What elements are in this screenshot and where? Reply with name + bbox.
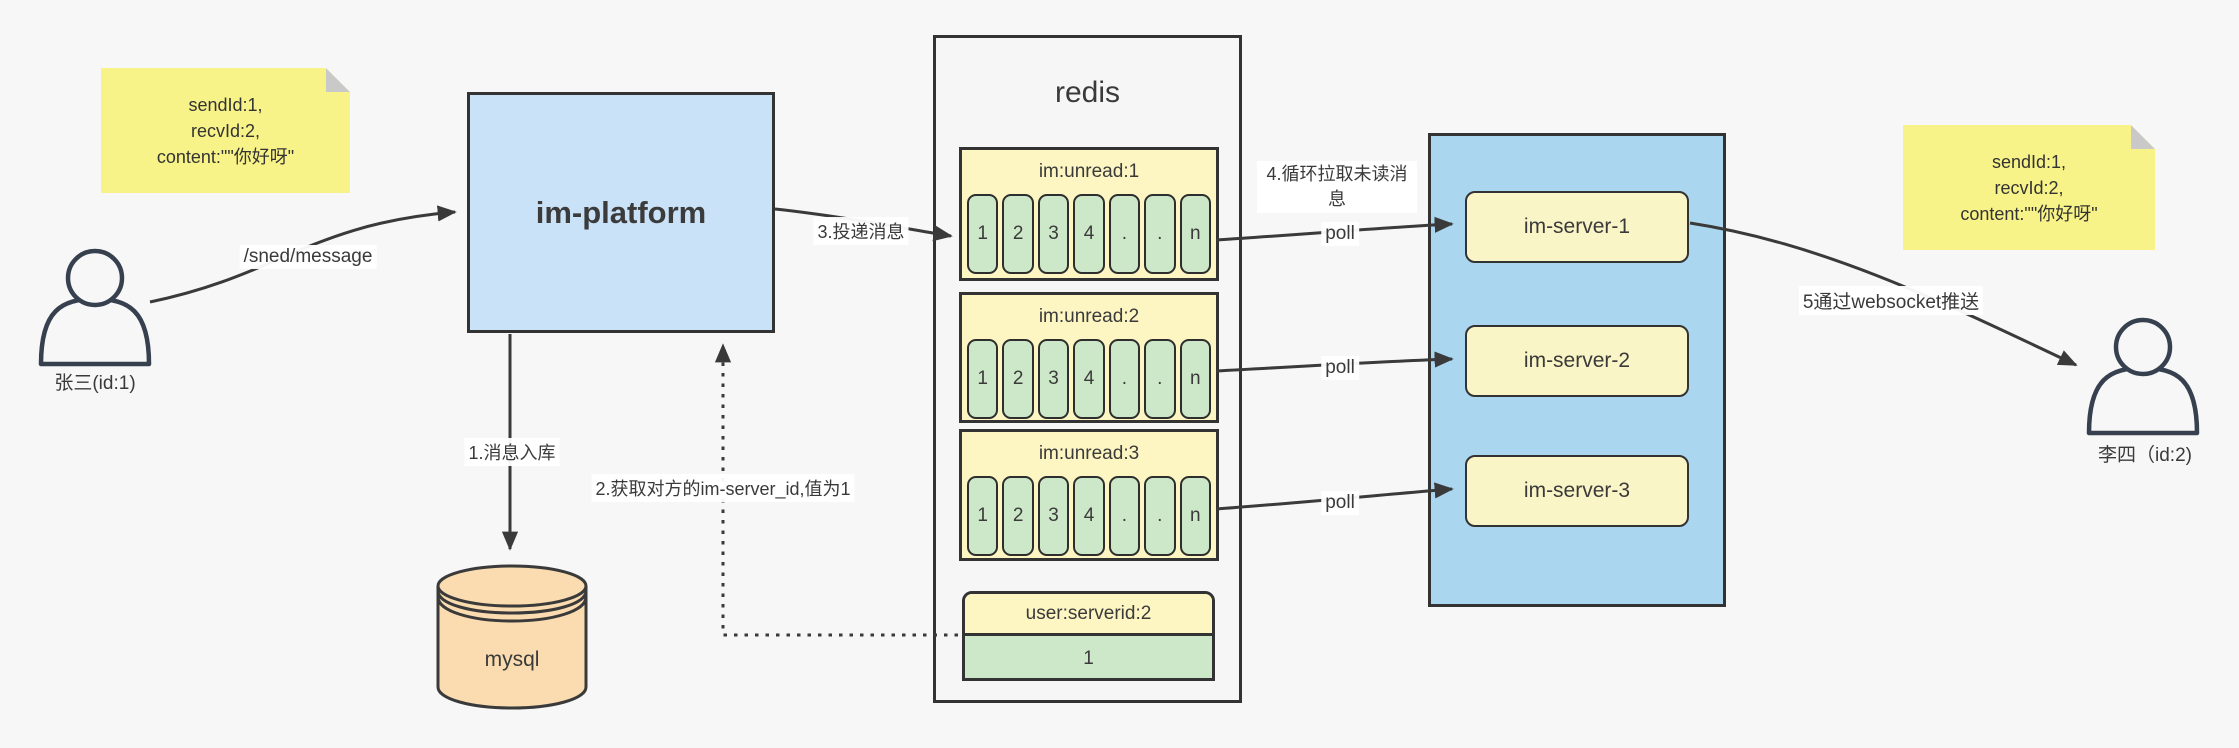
queue-im-unread-3: im:unread:3 1 2 3 4 . . n (959, 429, 1219, 561)
queue-cell: . (1108, 194, 1141, 274)
queue-cell: n (1179, 476, 1211, 556)
queue-cell: 3 (1037, 339, 1070, 419)
queue-cell: 2 (1002, 476, 1034, 556)
label-step5: 5通过websocket推送 (1798, 286, 1984, 315)
queue-im-unread-2: im:unread:2 1 2 3 4 . . n (959, 292, 1219, 423)
im-server-2-box: im-server-2 (1465, 325, 1689, 397)
queue-cell: n (1179, 339, 1211, 419)
queue-cell: 1 (967, 339, 999, 419)
user-serverid-box: user:serverid:2 1 (962, 591, 1215, 681)
label-poll-1: poll (1321, 222, 1359, 246)
queue-cell: . (1144, 194, 1176, 274)
sticky-note-receiver: sendId:1, recvId:2, content:""你好呀" (1903, 125, 2155, 250)
queue-cells: 1 2 3 4 . . n (967, 194, 1211, 274)
note-line: content:""你好呀" (1960, 203, 2098, 224)
queue-im-unread-1: im:unread:1 1 2 3 4 . . n (959, 147, 1219, 281)
person-receiver-icon (2086, 317, 2200, 436)
queue-cells: 1 2 3 4 . . n (967, 339, 1211, 419)
kv-title: user:serverid:2 (965, 594, 1212, 636)
receiver-label: 李四（id:2) (2098, 445, 2192, 466)
mysql-cylinder-icon (436, 564, 588, 710)
queue-cell: 4 (1073, 194, 1105, 274)
queue-cell: . (1144, 476, 1176, 556)
note-line: content:""你好呀" (156, 146, 295, 167)
person-sender-icon (38, 248, 152, 367)
queue-cell: 4 (1073, 476, 1105, 556)
note-line: sendId:1, (1991, 151, 2067, 172)
im-platform-box: im-platform (467, 92, 775, 333)
redis-container: redis im:unread:1 1 2 3 4 . . n im:unrea… (933, 35, 1242, 703)
label-step4: 4.循环拉取未读消息 (1257, 161, 1417, 213)
person-body-icon (38, 296, 152, 367)
cylinder-ring (436, 590, 588, 615)
queue-title: im:unread:3 (1038, 443, 1140, 464)
im-server-cluster: im-server-1 im-server-2 im-server-3 (1428, 133, 1726, 607)
label-send-endpoint: /sned/message (239, 245, 377, 269)
kv-value: 1 (965, 636, 1212, 678)
note-fold-icon (2131, 125, 2155, 149)
person-head-icon (2113, 317, 2173, 377)
queue-cell: 4 (1073, 339, 1105, 419)
queue-cell: 3 (1037, 194, 1070, 274)
queue-title: im:unread:2 (1038, 306, 1140, 327)
mysql-label: mysql (484, 648, 540, 671)
queue-cell: 2 (1002, 339, 1034, 419)
sticky-note-sender: sendId:1, recvId:2, content:""你好呀" (101, 68, 350, 193)
queue-cell: 1 (967, 194, 999, 274)
label-poll-2: poll (1321, 356, 1359, 380)
person-head-icon (65, 248, 125, 308)
im-server-3-box: im-server-3 (1465, 455, 1689, 527)
note-fold-icon (326, 68, 350, 92)
label-step3: 3.投递消息 (813, 217, 909, 245)
label-step2: 2.获取对方的im-server_id,值为1 (591, 474, 855, 502)
queue-cell: . (1144, 339, 1176, 419)
queue-cells: 1 2 3 4 . . n (967, 476, 1211, 556)
im-server-1-box: im-server-1 (1465, 191, 1689, 263)
queue-cell: n (1179, 194, 1211, 274)
label-step1: 1.消息入库 (464, 438, 560, 466)
queue-cell: . (1108, 476, 1141, 556)
note-line: recvId:2, (1994, 177, 2064, 198)
person-body-icon (2086, 365, 2200, 436)
queue-cell: . (1108, 339, 1141, 419)
cylinder-top (436, 564, 588, 608)
queue-cell: 2 (1002, 194, 1034, 274)
queue-cell: 3 (1037, 476, 1070, 556)
redis-title: redis (1054, 76, 1121, 109)
cylinder-ring (436, 596, 588, 623)
label-poll-3: poll (1321, 491, 1359, 515)
sender-label: 张三(id:1) (54, 373, 136, 394)
queue-cell: 1 (967, 476, 999, 556)
note-line: recvId:2, (190, 120, 261, 141)
queue-title: im:unread:1 (1038, 161, 1140, 182)
note-line: sendId:1, (188, 94, 263, 115)
